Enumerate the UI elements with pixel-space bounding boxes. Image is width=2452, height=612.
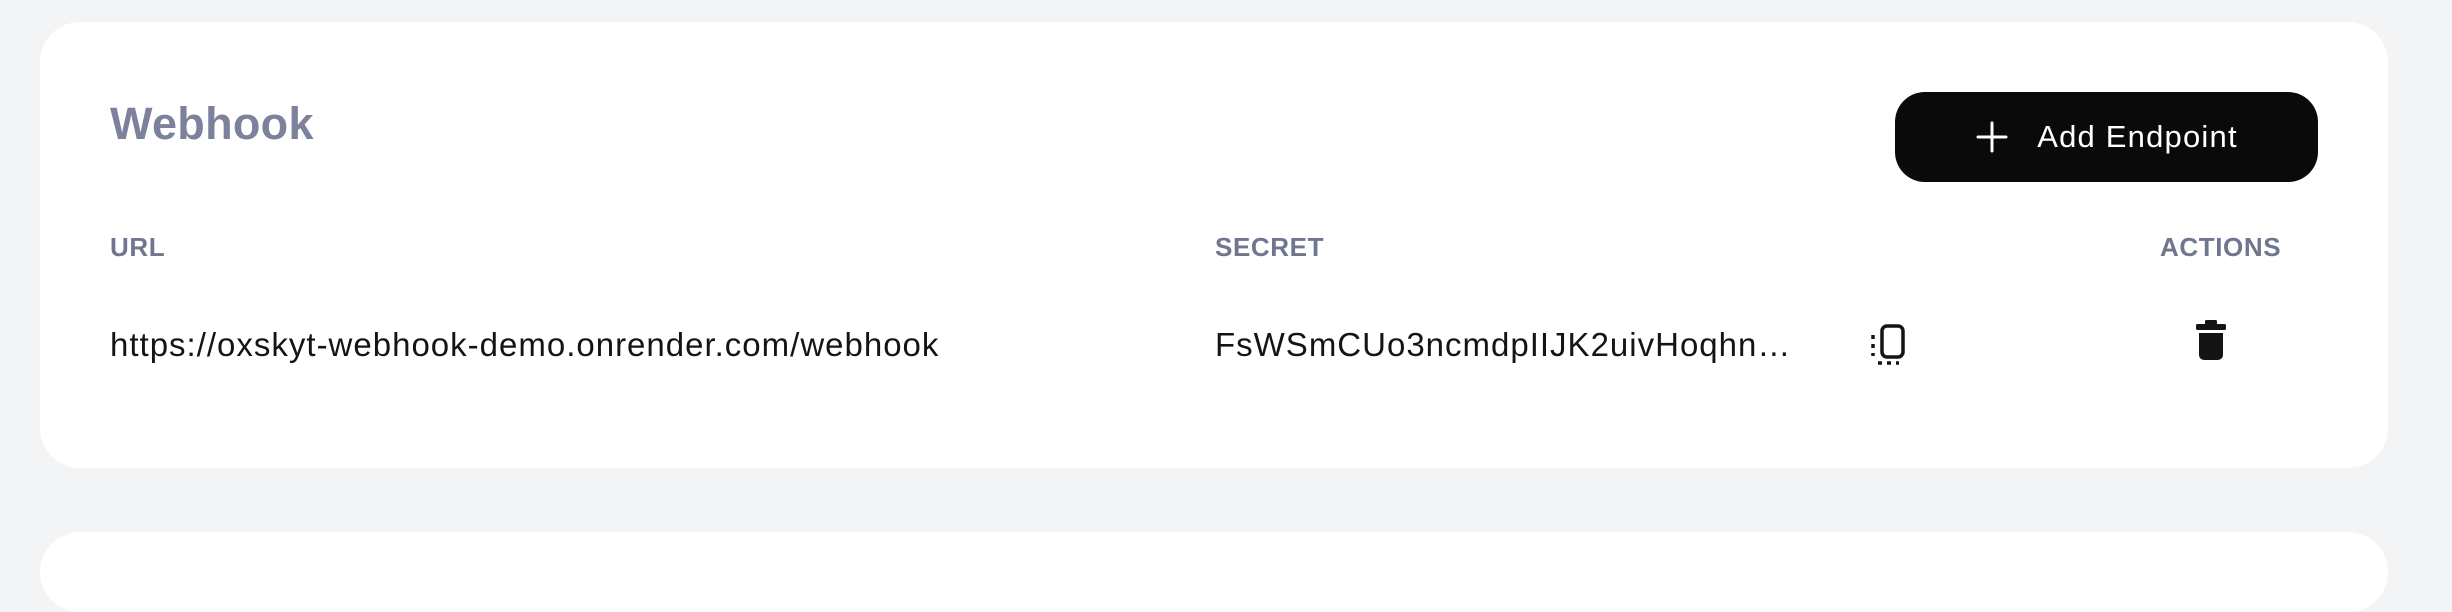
column-header-secret: SECRET <box>1215 232 1325 262</box>
page: { "colors": { "page_bg": "#f3f4f6", "car… <box>40 22 2388 612</box>
webhook-secret-cell: FsWSmCUo3ncmdpIIJK2uivHoqhn… <box>1215 323 2160 366</box>
copy-icon <box>1869 323 1906 366</box>
column-header-actions: ACTIONS <box>2160 232 2282 262</box>
page-title: Webhook <box>110 98 314 149</box>
add-endpoint-button[interactable]: Add Endpoint <box>1895 92 2318 182</box>
copy-secret-button[interactable] <box>1869 323 1906 366</box>
webhook-card: Webhook Add Endpoint URL SECRET ACTIONS … <box>40 22 2388 468</box>
webhook-secret-value: FsWSmCUo3ncmdpIIJK2uivHoqhn… <box>1215 325 1792 363</box>
next-card-sliver <box>40 532 2388 612</box>
webhook-url-cell: https://oxskyt-webhook-demo.onrender.com… <box>110 325 940 363</box>
trash-icon <box>2196 320 2226 360</box>
table-row: https://oxskyt-webhook-demo.onrender.com… <box>110 320 2318 369</box>
plus-icon <box>1975 120 2009 154</box>
webhook-actions-cell <box>2160 320 2318 369</box>
add-endpoint-label: Add Endpoint <box>2037 119 2238 154</box>
card-header: Webhook Add Endpoint <box>110 92 2318 182</box>
delete-endpoint-button[interactable] <box>2196 320 2226 360</box>
webhook-table: URL SECRET ACTIONS https://oxskyt-webhoo… <box>110 234 2318 369</box>
column-header-url: URL <box>110 232 166 262</box>
table-header-row: URL SECRET ACTIONS <box>110 234 2318 260</box>
